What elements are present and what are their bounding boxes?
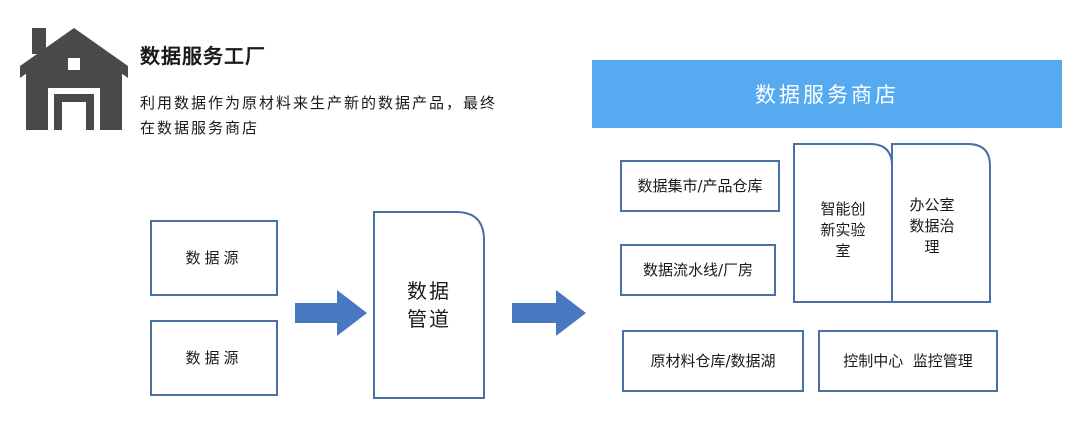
factory-title: 数据服务工厂 bbox=[140, 44, 266, 68]
factory-description-line-2: 在数据服务商店 bbox=[140, 119, 260, 137]
data-pipeline-shape bbox=[373, 211, 485, 399]
data-pipeline-label: 数据 管道 bbox=[372, 210, 486, 400]
raw-material-warehouse-label: 原材料仓库/数据湖 bbox=[650, 351, 776, 370]
innovation-lab-label: 智能创 新实验 室 bbox=[792, 190, 894, 270]
pipeline-label-line-1: 数据 bbox=[407, 279, 451, 303]
innovation-lab-line-3: 室 bbox=[835, 241, 851, 260]
arrow-right-icon bbox=[512, 290, 586, 336]
innovation-lab-line-2: 新实验 bbox=[820, 220, 866, 239]
raw-material-warehouse-box: 原材料仓库/数据湖 bbox=[622, 330, 804, 392]
office-governance-shape bbox=[891, 143, 991, 303]
control-center-label: 控制中心 监控管理 bbox=[843, 351, 973, 370]
data-source-label: 数据源 bbox=[185, 348, 243, 367]
data-pipeline-workshop-label: 数据流水线/厂房 bbox=[642, 260, 754, 279]
office-governance-label: 办公室 数据治 理 bbox=[890, 192, 974, 260]
data-pipeline-workshop-box: 数据流水线/厂房 bbox=[620, 244, 776, 296]
data-service-shop-banner: 数据服务商店 bbox=[592, 60, 1062, 128]
arrow-right-icon bbox=[295, 290, 367, 336]
data-mart-label: 数据集市/产品仓库 bbox=[637, 176, 763, 195]
office-line-3: 理 bbox=[924, 237, 940, 256]
innovation-lab-line-1: 智能创 bbox=[820, 199, 866, 218]
data-source-label: 数据源 bbox=[185, 248, 243, 267]
pipeline-label-line-2: 管道 bbox=[407, 307, 451, 331]
office-line-2: 数据治 bbox=[909, 216, 955, 235]
office-line-1: 办公室 bbox=[909, 195, 955, 214]
data-mart-box: 数据集市/产品仓库 bbox=[620, 160, 780, 212]
data-source-box-1: 数据源 bbox=[150, 220, 278, 296]
data-source-box-2: 数据源 bbox=[150, 320, 278, 396]
control-center-box: 控制中心 监控管理 bbox=[818, 330, 998, 392]
factory-house-icon bbox=[20, 28, 128, 130]
factory-description-line-1: 利用数据作为原材料来生产新的数据产品，最终 bbox=[140, 94, 498, 112]
